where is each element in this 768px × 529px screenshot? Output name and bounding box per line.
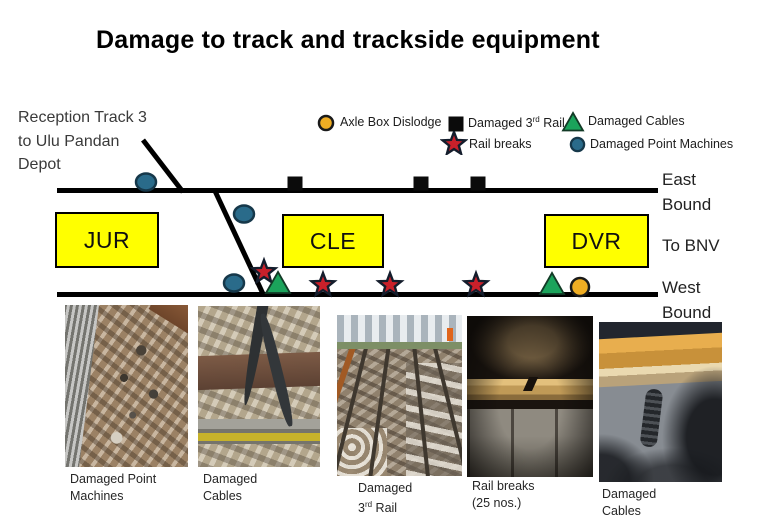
caption-cables-left-line1: Damaged xyxy=(203,472,258,486)
legend-third-rail-pre: Damaged 3 xyxy=(468,116,533,131)
rail-break-marker-1 xyxy=(249,256,279,285)
legend-third-rail-label: Damaged 3rd Rail xyxy=(468,115,565,130)
third-rail-damage-marker-2 xyxy=(413,176,429,191)
reception-track-label-line3: Depot xyxy=(18,156,61,173)
damaged-point-machines-icon xyxy=(569,136,586,153)
station-label-jur: JUR xyxy=(83,226,131,253)
rail-break-marker-3 xyxy=(375,269,405,298)
photo2-yellow-stripe xyxy=(198,433,320,442)
photo3-greenery xyxy=(337,342,462,349)
photo3-city-skyline xyxy=(337,315,462,343)
caption-third-rail-line1: Damaged xyxy=(358,481,413,495)
caption-third-rail: Damaged 3rd Rail xyxy=(358,480,412,516)
caption-cables-right: Damaged Cables xyxy=(602,486,656,519)
west-bound-label-line1: West xyxy=(662,278,701,297)
damaged-third-rail-icon xyxy=(448,116,464,132)
legend-rail-breaks-label: Rail breaks xyxy=(469,137,532,151)
photo-rail-breaks xyxy=(467,316,593,477)
axle-box-dislodge-marker xyxy=(569,276,591,298)
caption-cables-right-line2: Cables xyxy=(602,503,641,518)
station-box-cle: CLE xyxy=(282,214,384,268)
reception-track-label-line1: Reception Track 3 xyxy=(18,109,147,126)
legend-third-rail-sup: rd xyxy=(532,115,540,124)
crossover-track-line xyxy=(212,189,267,298)
cable-damage-marker-1 xyxy=(264,270,292,294)
reception-track-line xyxy=(141,138,185,194)
reception-track-label-line2: to Ulu Pandan xyxy=(18,132,120,150)
caption-point-machines: Damaged Point Machines xyxy=(70,471,156,504)
east-bound-label-line1: East xyxy=(662,170,697,189)
caption-rail-breaks: Rail breaks (25 nos.) xyxy=(472,478,535,511)
photo-damaged-cables-right xyxy=(599,322,722,482)
west-bound-label: West Bound xyxy=(662,275,711,325)
rail-break-marker-2 xyxy=(308,269,338,298)
photo5-shadows xyxy=(599,322,722,482)
point-machine-marker-3 xyxy=(222,273,246,293)
photo1-rail-beam xyxy=(148,305,188,334)
legend-point-machines-label: Damaged Point Machines xyxy=(590,137,734,151)
caption-third-rail-post: Rail xyxy=(372,500,398,515)
caption-third-rail-sup: rd xyxy=(364,499,373,509)
caption-point-machines-line2: Machines xyxy=(70,488,124,503)
damaged-cables-icon xyxy=(561,111,585,132)
cable-damage-marker-2 xyxy=(538,271,566,295)
caption-cables-right-line1: Damaged xyxy=(602,487,657,501)
photo4-night-vignette xyxy=(467,316,593,477)
legend-axle-box-label: Axle Box Dislodge xyxy=(340,115,442,129)
station-box-dvr: DVR xyxy=(544,214,649,268)
point-machine-marker-1 xyxy=(134,172,158,192)
legend-damaged-cables-label: Damaged Cables xyxy=(588,114,685,128)
caption-cables-left: Damaged Cables xyxy=(203,471,257,504)
reception-track-label: Reception Track 3 to Ulu Pandan Depot xyxy=(18,106,147,177)
caption-rail-breaks-line1: Rail breaks xyxy=(472,479,535,493)
rail-breaks-icon xyxy=(440,131,468,155)
caption-cables-left-line2: Cables xyxy=(203,488,242,503)
east-bound-label: East Bound xyxy=(662,167,711,217)
photo1-cable-bundle xyxy=(65,305,99,467)
photo-damaged-point-machines xyxy=(65,305,188,467)
photo-damaged-third-rail xyxy=(337,315,462,476)
caption-third-rail-line2: 3rd Rail xyxy=(358,497,412,517)
photo3-worker xyxy=(447,327,454,341)
station-box-jur: JUR xyxy=(55,212,159,268)
third-rail-damage-marker-1 xyxy=(287,176,303,191)
station-label-dvr: DVR xyxy=(571,227,622,254)
east-bound-label-line2: Bound xyxy=(662,195,712,214)
point-machine-marker-2 xyxy=(232,204,256,224)
third-rail-damage-marker-3 xyxy=(470,176,486,191)
legend-third-rail-post: Rail xyxy=(539,116,565,131)
page-title: Damage to track and trackside equipment xyxy=(96,26,600,54)
caption-third-rail-pre: 3 xyxy=(358,500,365,515)
axle-box-dislodge-icon xyxy=(317,114,335,132)
photo2-rusty-rail xyxy=(198,352,320,391)
caption-point-machines-line1: Damaged Point xyxy=(70,472,157,486)
caption-rail-breaks-line2: (25 nos.) xyxy=(472,495,522,510)
west-bound-label-line2: Bound xyxy=(662,303,712,322)
rail-break-marker-4 xyxy=(461,269,491,298)
to-bnv-label: To BNV xyxy=(662,236,720,255)
photo-damaged-cables-left xyxy=(198,306,320,467)
station-label-cle: CLE xyxy=(309,227,357,254)
